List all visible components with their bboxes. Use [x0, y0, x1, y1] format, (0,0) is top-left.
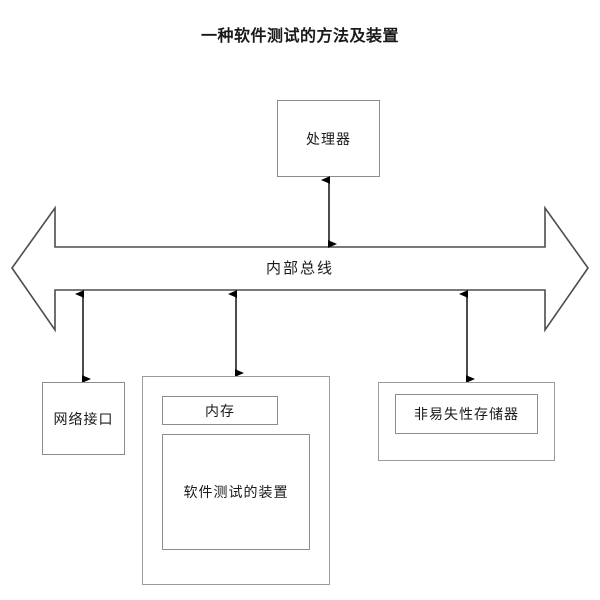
node-software-test-apparatus: 软件测试的装置	[162, 434, 310, 550]
node-nonvolatile-storage-label: 非易失性存储器	[414, 407, 519, 423]
node-software-test-apparatus-label: 软件测试的装置	[183, 485, 289, 501]
node-processor-label: 处理器	[306, 131, 351, 148]
node-nonvolatile-storage: 非易失性存储器	[395, 394, 538, 434]
node-network-interface-label: 网络接口	[53, 411, 114, 428]
node-network-interface: 网络接口	[42, 382, 125, 455]
node-processor: 处理器	[277, 100, 380, 177]
internal-bus-label: 内部总线	[265, 259, 334, 277]
page-title: 一种软件测试的方法及装置	[200, 26, 399, 45]
node-memory-label: 内存	[205, 403, 235, 420]
node-memory: 内存	[162, 396, 278, 425]
